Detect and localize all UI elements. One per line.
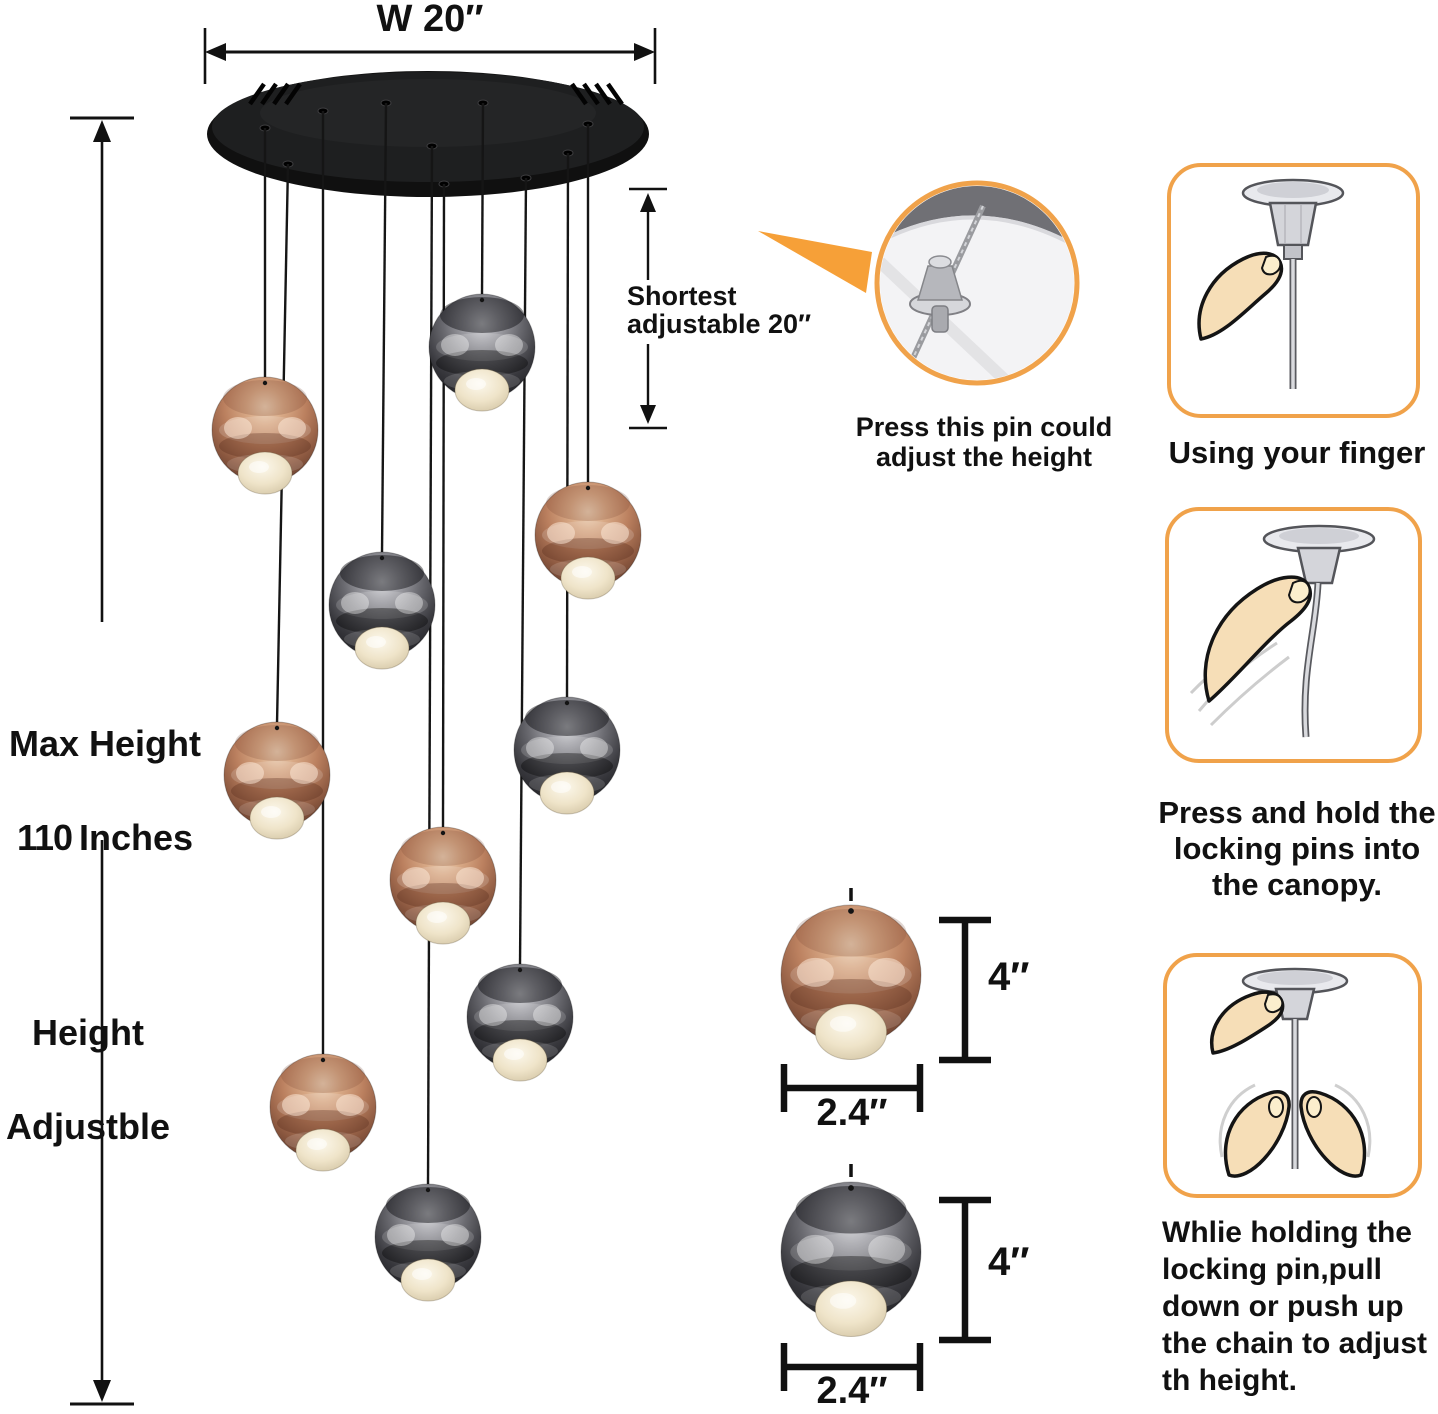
max-height-line1: Max Height <box>8 723 202 764</box>
pendant-balls <box>211 293 642 1302</box>
pendant-ball-smoke <box>374 1183 482 1302</box>
pendant-ball-smoke <box>328 551 436 670</box>
glass-lens <box>560 556 616 600</box>
glass-lens <box>814 1003 888 1061</box>
pendant-cable <box>518 177 528 967</box>
motion-lines <box>1218 1083 1256 1158</box>
pendant-cable <box>441 183 446 830</box>
detail-copper-height-label: 4″ <box>988 955 1030 999</box>
step3-caption: Whlie holding the locking pin,pull down … <box>1162 1216 1428 1397</box>
step-box-pull-chain <box>1163 953 1422 1198</box>
glass-lens <box>492 1038 548 1082</box>
width-dimension-arrow <box>203 28 657 84</box>
step1-caption: Using your finger <box>1168 435 1426 470</box>
pendant-ball-copper <box>223 721 331 840</box>
callout-circle <box>874 180 1080 386</box>
finger-hold-pin-icon <box>1189 524 1376 738</box>
max-height-value: 110 <box>16 817 73 858</box>
pendant-cable <box>480 102 485 297</box>
max-height-line3: Height <box>32 1012 144 1053</box>
max-height-dimension-arrow <box>70 116 134 1406</box>
detail-ball-smoke <box>780 1181 922 1338</box>
pendant-cable <box>380 102 388 555</box>
step2-caption: Press and hold the locking pins into the… <box>1158 795 1436 902</box>
pendant-ball-copper <box>269 1053 377 1172</box>
pendant-ball-smoke <box>513 696 621 815</box>
finger-press-pin-icon <box>1197 178 1345 389</box>
pendant-cable <box>565 152 570 700</box>
locking-pin <box>909 255 971 333</box>
canopy-vent-slots <box>248 82 624 106</box>
pendant-ball-copper <box>211 376 319 495</box>
pendant-ball-smoke <box>428 293 536 412</box>
detail-balls <box>780 904 922 1338</box>
callout-caption: Press this pin could adjust the height <box>855 412 1113 472</box>
step-box-hold-pin <box>1165 507 1422 763</box>
max-height-line4: Adjustble <box>5 1106 170 1147</box>
detail-ball-copper <box>780 904 922 1061</box>
glass-lens <box>354 626 410 670</box>
shortest-adjustable-label: Shortest adjustable 20″ <box>627 281 812 339</box>
glass-lens <box>400 1258 456 1302</box>
detail-smoke-height-label: 4″ <box>988 1240 1030 1284</box>
step-box-finger <box>1167 163 1420 418</box>
glass-lens <box>539 771 595 815</box>
glass-lens <box>295 1128 351 1172</box>
callout-pointer-triangle <box>758 231 872 293</box>
glass-lens <box>237 451 293 495</box>
detail-smoke-width-label: 2.4″ <box>816 1370 888 1412</box>
detail-dimension-lines <box>780 916 991 1391</box>
glass-lens <box>814 1280 888 1338</box>
pendant-cable <box>426 145 434 1187</box>
callout-photo <box>880 186 1074 380</box>
pin-callout <box>758 180 1080 386</box>
pendant-ball-copper <box>389 826 497 945</box>
pendant-ball-smoke <box>466 963 574 1082</box>
hold-pin-pull-chain-icon <box>1210 967 1372 1178</box>
shortest-dimension-arrow <box>629 187 667 430</box>
glass-lens <box>249 796 305 840</box>
max-height-unit: Inches <box>79 817 194 858</box>
ceiling-canopy <box>207 71 649 197</box>
pendant-cables <box>263 102 590 1187</box>
detail-copper-width-label: 2.4″ <box>816 1092 888 1134</box>
canopy-width-label: W 20″ <box>376 0 484 40</box>
pendant-ball-copper <box>534 481 642 600</box>
glass-lens <box>454 368 510 412</box>
glass-lens <box>415 901 471 945</box>
